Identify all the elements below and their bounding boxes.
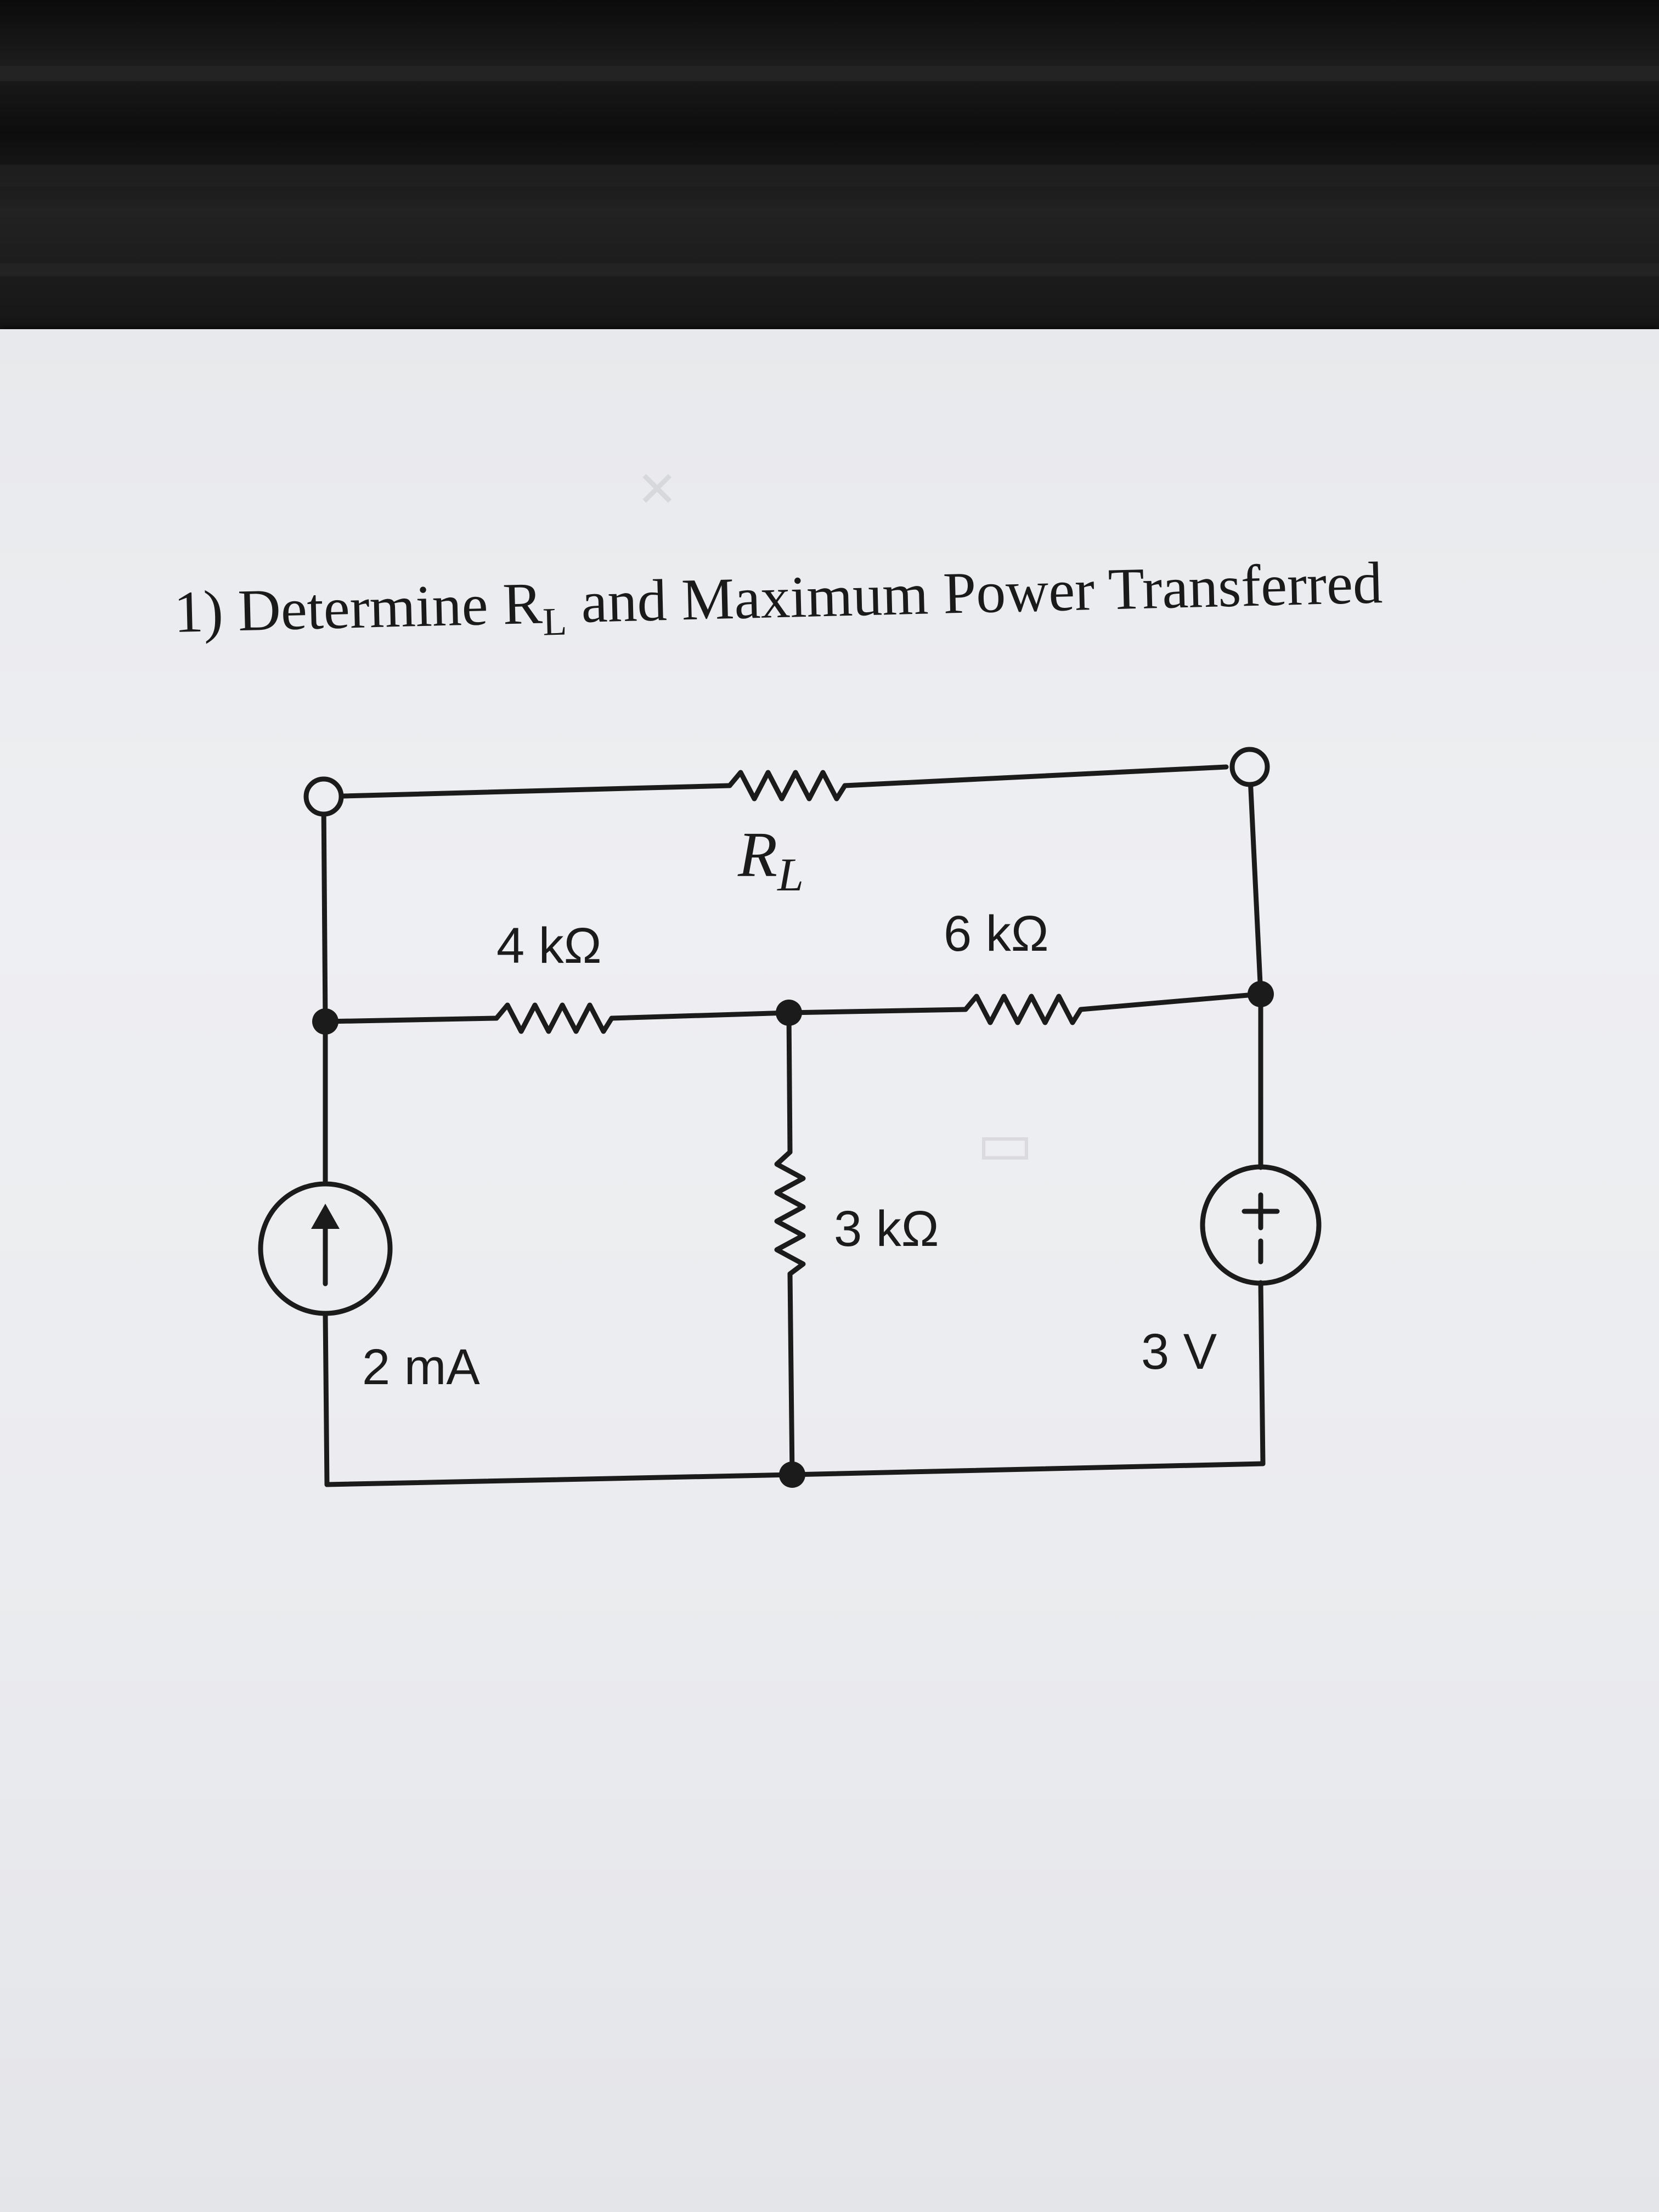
wire-left-lower [323, 1311, 330, 1487]
node-center-top [776, 1000, 802, 1026]
terminal-right [1229, 747, 1270, 787]
wire-mid-left [323, 1015, 499, 1024]
wire-mid-center-right [786, 1007, 968, 1015]
top-branch [321, 764, 1229, 802]
rl-label: RL [738, 817, 804, 901]
wire-top-right [842, 764, 1229, 788]
rl-subscript: L [777, 848, 804, 901]
node-right [1248, 981, 1274, 1007]
dark-background [0, 0, 1659, 351]
voltage-source-circle [1200, 1164, 1322, 1286]
wire-right-lower [1258, 1280, 1266, 1466]
wire-center-upper [786, 1010, 793, 1155]
wire-mid-center-left [609, 1010, 792, 1021]
voltage-source [1200, 1164, 1322, 1286]
resistor-3k-zigzag [774, 1149, 806, 1277]
arrow-up-icon [311, 1204, 340, 1229]
wire-top-left [321, 783, 732, 799]
terminal-left [303, 776, 344, 817]
resistor-6k-label: 6 kΩ [944, 906, 1049, 962]
resistor-4k-label: 4 kΩ [496, 918, 602, 974]
wire-right-upper [1247, 764, 1263, 997]
wire-left-upper [321, 798, 328, 1024]
wire-center-lower [787, 1271, 795, 1477]
node-center-bottom [779, 1462, 805, 1488]
current-source [258, 1181, 393, 1316]
current-source-label: 2 mA [362, 1339, 480, 1395]
resistor-rl-zigzag [727, 770, 848, 802]
plus-icon [1242, 1192, 1280, 1231]
resistor-4k-zigzag [494, 1002, 614, 1034]
wire-mid-right [1078, 991, 1263, 1012]
paper-sheet [0, 329, 1659, 2212]
resistor-3k-label: 3 kΩ [834, 1201, 939, 1257]
resistor-6k-zigzag [963, 994, 1084, 1025]
node-left [312, 1008, 338, 1035]
rl-symbol: R [738, 819, 778, 890]
background-strip [0, 165, 1659, 187]
bleed-through-mark: ✕ [636, 463, 678, 517]
current-source-circle [258, 1181, 393, 1316]
background-strip [0, 263, 1659, 276]
background-strip [0, 66, 1659, 81]
voltage-source-label: 3 V [1141, 1324, 1217, 1380]
